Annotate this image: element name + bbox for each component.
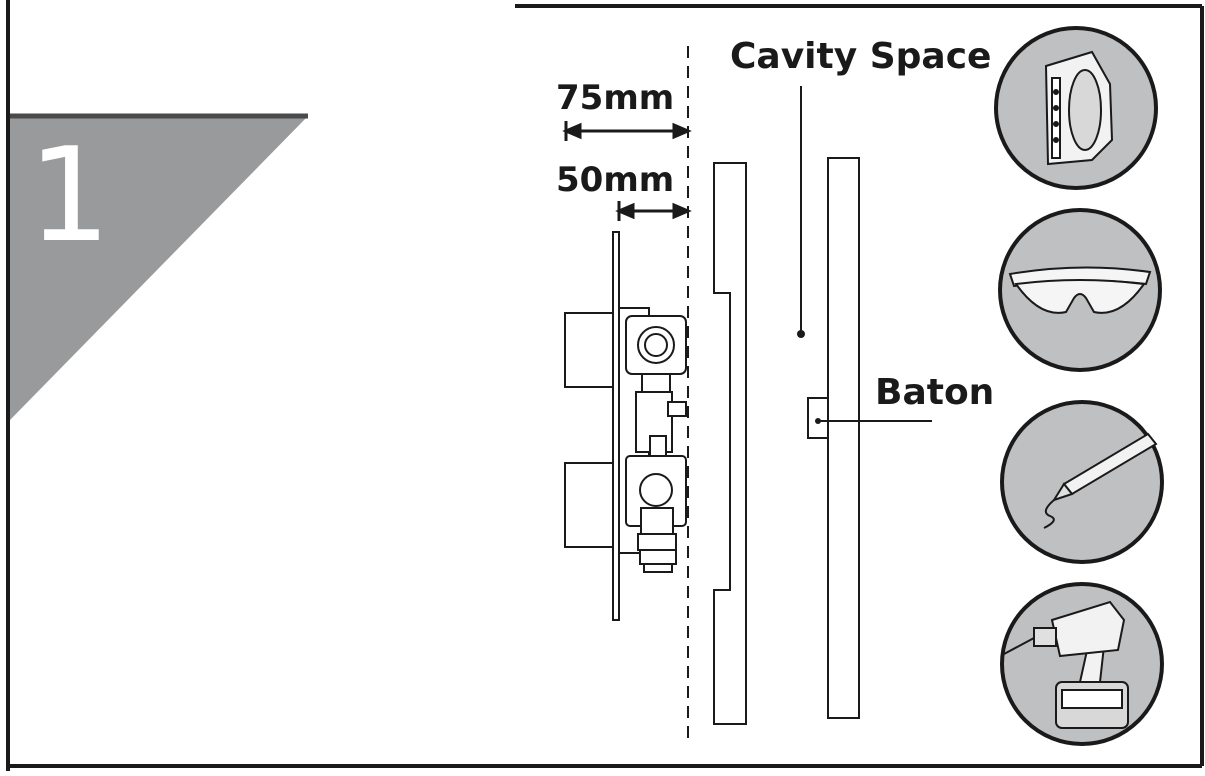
dimension-label-75mm: 75mm	[556, 78, 675, 118]
tool-safety-goggles	[998, 208, 1162, 372]
page-frame	[6, 0, 1204, 771]
tool-cordless-drill	[1000, 582, 1164, 746]
dimension-label-50mm: 50mm	[556, 160, 675, 200]
step-number: 1	[28, 119, 111, 271]
tool-pencil	[1000, 400, 1164, 564]
pencil-icon	[1043, 432, 1158, 529]
upper-handle	[564, 312, 614, 388]
cordless-drill-icon	[1003, 600, 1129, 729]
step-banner	[10, 116, 308, 420]
stud-detector-icon	[1044, 50, 1114, 166]
baton-label: Baton	[875, 372, 995, 413]
wall-board	[713, 162, 747, 725]
dimension-50mm	[615, 201, 692, 221]
tool-stud-detector	[994, 26, 1158, 190]
dimension-75mm	[562, 121, 692, 141]
lower-handle	[564, 462, 614, 548]
cavity-space-label: Cavity Space	[730, 36, 992, 77]
shower-valve	[564, 231, 687, 621]
stud-board	[827, 157, 860, 719]
safety-goggles-icon	[1008, 266, 1152, 314]
